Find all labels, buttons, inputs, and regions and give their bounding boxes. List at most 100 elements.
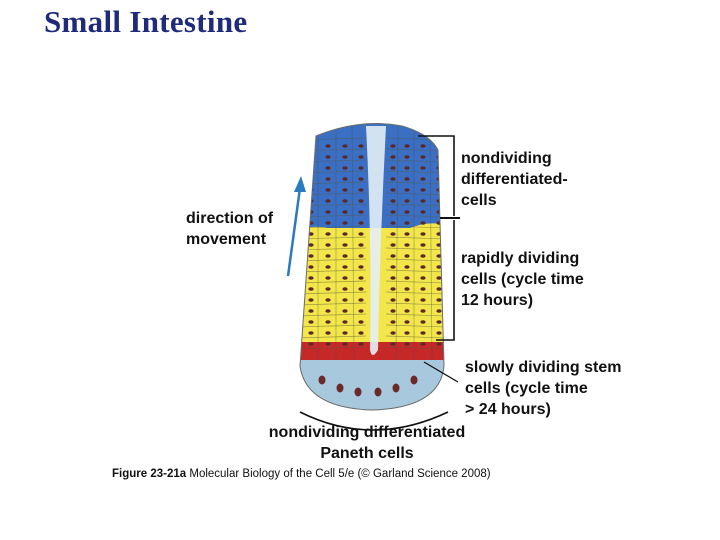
cell-nucleus — [342, 210, 348, 214]
cell-nucleus — [390, 210, 396, 214]
cell-nucleus — [404, 331, 410, 335]
cell-nucleus — [436, 287, 442, 291]
cell-nucleus — [325, 342, 331, 346]
cell-nucleus — [358, 232, 364, 236]
cell-nucleus — [342, 298, 348, 302]
cell-nucleus — [436, 298, 442, 302]
label-paneth-cells: nondividing differentiated Paneth cells — [268, 424, 466, 462]
cell-nucleus — [342, 243, 348, 247]
cell-nucleus — [420, 265, 426, 269]
figure-source: Molecular Biology of the Cell 5/e (© Gar… — [189, 468, 491, 480]
cell-nucleus — [358, 210, 364, 214]
page-title: Small Intestine — [44, 4, 248, 39]
cell-nucleus — [358, 254, 364, 258]
paneth-nucleus — [336, 383, 344, 393]
cell-nucleus — [308, 309, 314, 313]
cell-nucleus — [358, 221, 364, 225]
cell-nucleus — [404, 144, 410, 148]
cell-nucleus — [308, 254, 314, 258]
cell-nucleus — [358, 320, 364, 324]
cell-nucleus — [404, 254, 410, 258]
cell-nucleus — [308, 243, 314, 247]
cell-nucleus — [308, 265, 314, 269]
cell-nucleus — [342, 199, 348, 203]
cell-nucleus — [325, 254, 331, 258]
cell-nucleus — [420, 199, 426, 203]
cell-nucleus — [404, 210, 410, 214]
direction-arrow-shaft — [286, 187, 302, 277]
cell-nucleus — [436, 276, 442, 280]
cell-nucleus — [436, 144, 442, 148]
cell-nucleus — [308, 287, 314, 291]
cell-nucleus — [325, 144, 331, 148]
cell-nucleus — [404, 199, 410, 203]
cell-nucleus — [342, 342, 348, 346]
cell-nucleus — [404, 166, 410, 170]
cell-nucleus — [420, 320, 426, 324]
cell-nucleus — [325, 155, 331, 159]
label-slowly-dividing-stem-cells: slowly dividing stem cells (cycle time >… — [465, 359, 622, 418]
paneth-nucleus — [374, 387, 382, 397]
cell-nucleus — [342, 166, 348, 170]
cell-nucleus — [436, 210, 442, 214]
cell-nucleus — [390, 331, 396, 335]
label-direction-of-movement: direction of movement — [186, 210, 274, 248]
cell-nucleus — [390, 298, 396, 302]
cell-nucleus — [420, 144, 426, 148]
cell-nucleus — [404, 309, 410, 313]
cell-nucleus — [404, 155, 410, 159]
cell-nucleus — [342, 287, 348, 291]
cell-nucleus — [420, 342, 426, 346]
figure-number: Figure 23-21a — [112, 468, 187, 480]
cell-nucleus — [404, 232, 410, 236]
cell-nucleus — [358, 199, 364, 203]
cell-nucleus — [358, 188, 364, 192]
cell-nucleus — [390, 144, 396, 148]
cell-nucleus — [390, 155, 396, 159]
cell-nucleus — [325, 276, 331, 280]
cell-nucleus — [420, 243, 426, 247]
cell-nucleus — [390, 166, 396, 170]
cell-nucleus — [390, 309, 396, 313]
cell-nucleus — [390, 276, 396, 280]
cell-nucleus — [420, 298, 426, 302]
cell-nucleus — [420, 254, 426, 258]
cell-boundary — [300, 291, 444, 295]
cell-nucleus — [325, 210, 331, 214]
cell-nucleus — [358, 166, 364, 170]
cell-nucleus — [358, 331, 364, 335]
cell-nucleus — [404, 265, 410, 269]
cell-nucleus — [420, 309, 426, 313]
label-nondividing-differentiated-cells: nondividing differentiated- cells — [461, 150, 568, 209]
cell-nucleus — [390, 221, 396, 225]
cell-nucleus — [308, 166, 314, 170]
label-rapidly-dividing-cells: rapidly dividing cells (cycle time 12 ho… — [461, 250, 584, 309]
cell-nucleus — [308, 320, 314, 324]
cell-nucleus — [420, 210, 426, 214]
cell-nucleus — [342, 177, 348, 181]
cell-nucleus — [358, 287, 364, 291]
cell-nucleus — [358, 155, 364, 159]
cell-nucleus — [404, 342, 410, 346]
cell-nucleus — [308, 144, 314, 148]
paneth-nucleus — [354, 387, 362, 397]
cell-boundary — [300, 324, 444, 328]
cell-nucleus — [342, 188, 348, 192]
cell-nucleus — [420, 155, 426, 159]
cell-nucleus — [325, 265, 331, 269]
cell-nucleus — [325, 188, 331, 192]
cell-nucleus — [390, 188, 396, 192]
cell-nucleus — [390, 265, 396, 269]
cell-nucleus — [404, 243, 410, 247]
cell-nucleus — [420, 166, 426, 170]
cell-nucleus — [404, 177, 410, 181]
cell-nucleus — [308, 276, 314, 280]
cell-boundary — [300, 280, 444, 284]
cell-nucleus — [390, 320, 396, 324]
cell-nucleus — [390, 254, 396, 258]
cell-nucleus — [325, 287, 331, 291]
cell-nucleus — [325, 221, 331, 225]
cell-nucleus — [325, 177, 331, 181]
cell-nucleus — [390, 199, 396, 203]
